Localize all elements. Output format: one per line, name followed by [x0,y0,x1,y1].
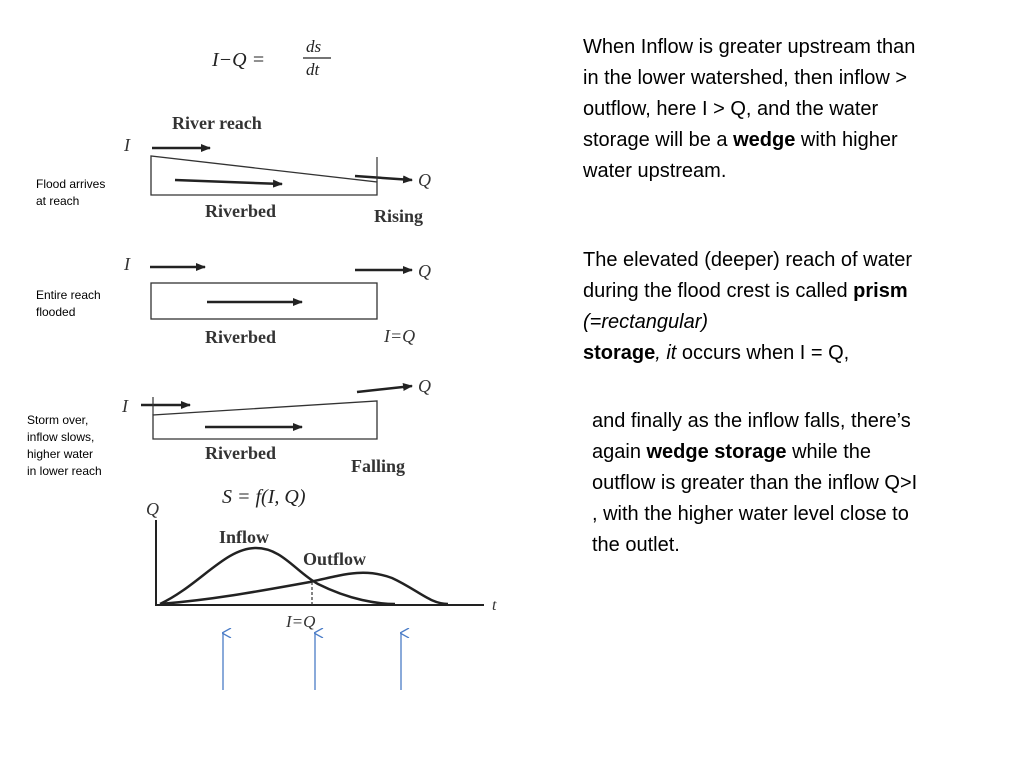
riverbed-label: Riverbed [205,201,276,221]
outflow-arrow [354,174,413,184]
side-label-storm-over: Storm over, inflow slows, higher water i… [27,413,102,478]
inflow-curve [159,546,396,606]
paragraph-wedge-rising: When Inflow is greater upstream than in … [583,36,916,182]
stage-falling-label: Falling [351,456,405,476]
crossing-label: I=Q [285,612,315,631]
continuity-equation: I−Q = ds dt [211,37,331,79]
x-axis-label: t [492,597,497,614]
riverbed-label: Riverbed [205,443,276,463]
continuity-equation-lhs: I−Q = [211,49,265,71]
side-label-entire-reach: Entire reach flooded [36,288,101,319]
outflow-arrow [356,382,413,394]
reverse-wedge-storage-shape [152,400,378,440]
panel-falling: I Q Riverbed Falling [121,376,431,476]
continuity-equation-denominator: dt [306,60,321,79]
wedge-prism-diagram: I−Q = ds dt River reach I Q Riverbed Ris… [121,37,497,690]
riverbed-flow-arrow [174,178,283,188]
stage-rising-label: Rising [374,206,423,226]
riverbed-label: Riverbed [205,327,276,347]
inflow-curve-label: Inflow [219,527,269,547]
wedge-storage-shape [150,155,378,196]
panel-prism: I Q Riverbed I=Q [123,254,431,347]
bold-wedge: wedge [733,129,796,151]
bold-storage: storage [583,342,656,364]
outflow-symbol: Q [418,261,431,281]
bold-prism: prism [853,280,908,302]
prism-storage-shape [150,282,378,320]
paragraph-prism: The elevated (deeper) reach of water dur… [583,249,913,364]
side-label-flood-arrives: Flood arrives at reach [36,177,106,208]
bold-wedge-storage: wedge storage [646,441,787,463]
paragraph-wedge-falling: and finally as the inflow falls, there’s… [592,410,918,556]
continuity-equation-numerator: ds [306,37,322,56]
outflow-symbol: Q [418,376,431,396]
y-axis-label: Q [146,499,159,519]
inflow-symbol: I [121,396,129,416]
river-reach-label: River reach [172,113,262,133]
outflow-curve-label: Outflow [303,549,366,569]
hydrograph: Q t Inflow Outflow I=Q [146,499,497,631]
storage-function-equation: S = f(I, Q) [222,486,306,508]
panel-rising: River reach I Q Riverbed Rising [123,113,431,226]
inflow-symbol: I [123,254,131,274]
outflow-symbol: Q [418,170,431,190]
stage-equal-label: I=Q [383,326,415,346]
inflow-symbol: I [123,135,131,155]
outflow-curve [159,571,449,606]
stage-pointer-arrows [223,633,401,690]
